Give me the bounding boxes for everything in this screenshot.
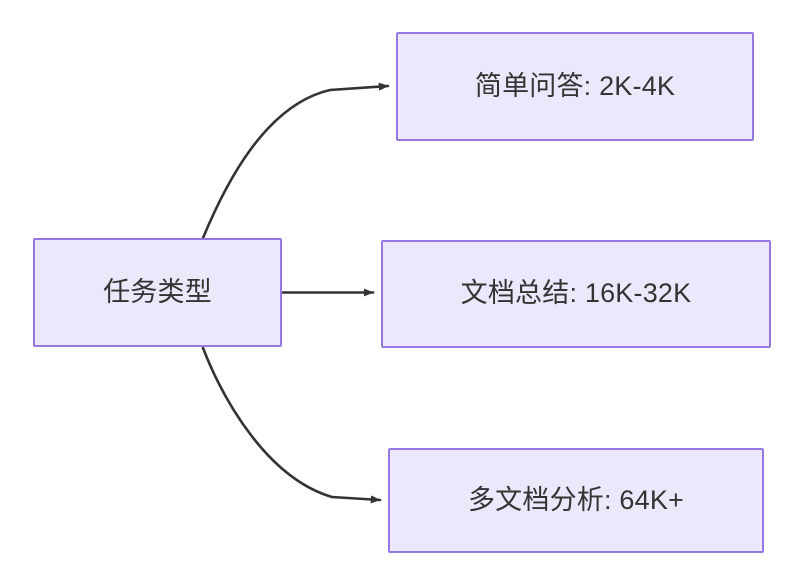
node-multi-doc-analysis-label: 多文档分析: 64K+ — [467, 484, 684, 515]
node-task-type-label: 任务类型 — [103, 276, 212, 307]
node-doc-summary-label: 文档总结: 16K-32K — [460, 278, 692, 309]
node-task-type[interactable]: 任务类型 — [33, 238, 282, 347]
node-simple-qa[interactable]: 简单问答: 2K-4K — [396, 32, 754, 141]
edge-root-to-simple-qa — [201, 82, 390, 240]
node-doc-summary[interactable]: 文档总结: 16K-32K — [381, 240, 771, 348]
node-multi-doc-analysis[interactable]: 多文档分析: 64K+ — [388, 448, 764, 553]
node-simple-qa-label: 简单问答: 2K-4K — [474, 70, 676, 101]
edge-root-to-multi-doc — [201, 346, 382, 504]
